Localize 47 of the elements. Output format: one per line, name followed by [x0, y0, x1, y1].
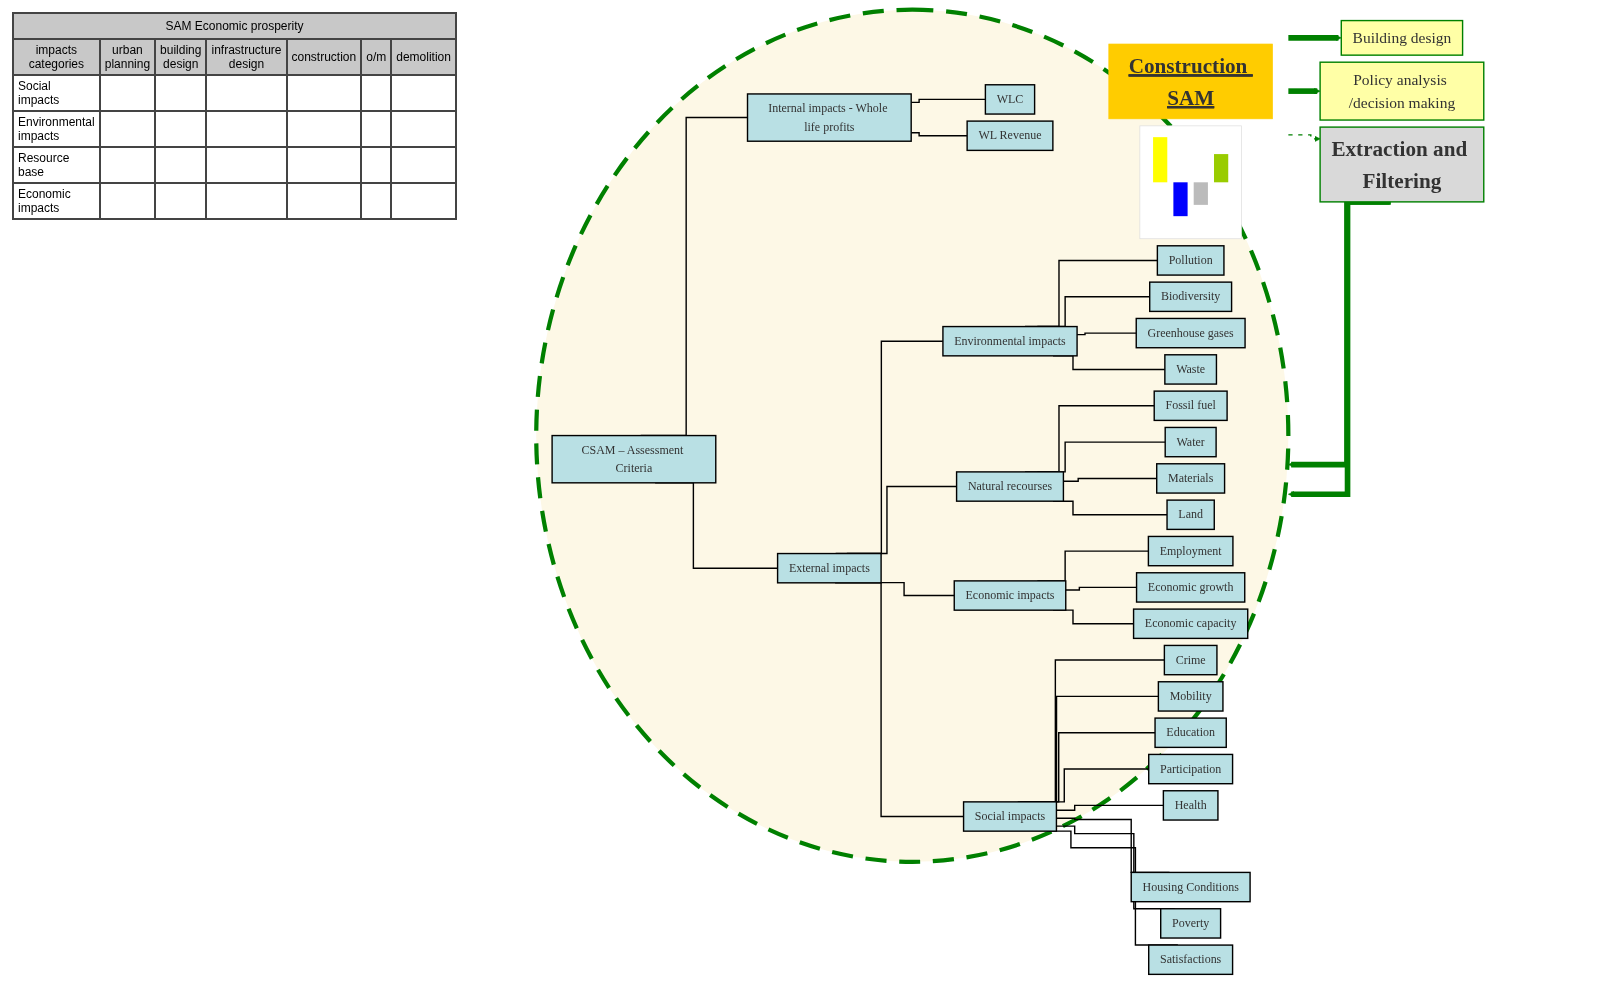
node-box: Satisfactions — [1148, 944, 1234, 976]
node-box: Waste — [1164, 354, 1218, 385]
node-box: Housing Conditions — [1130, 871, 1251, 903]
node-box: Economic impacts — [953, 580, 1067, 611]
arrow — [1288, 88, 1321, 95]
column-header: construction — [286, 39, 362, 75]
node-box: Poverty — [1160, 908, 1222, 939]
node-box: Internal impacts - Whole life profits — [746, 93, 912, 142]
node-box: External impacts — [776, 552, 882, 584]
node-box: Employment — [1147, 535, 1234, 567]
node-box: Building design — [1340, 19, 1464, 56]
node-box: Policy analysis /decision making — [1319, 61, 1485, 121]
node-box: Construction SAM — [1108, 43, 1273, 120]
table-title: SAM Economic prosperity — [13, 13, 456, 39]
node-box: Pollution — [1156, 245, 1225, 276]
node-box: Participation — [1148, 753, 1234, 785]
row-header: Economic impacts — [13, 183, 100, 219]
column-header: infrastructure design — [206, 39, 287, 75]
node-box: Education — [1154, 717, 1227, 749]
node-box: WLC — [984, 84, 1036, 115]
connector — [880, 581, 955, 597]
node-box: Biodiversity — [1149, 281, 1233, 313]
column-header: urban planning — [99, 39, 156, 75]
node-box: Fossil fuel — [1153, 390, 1228, 422]
node-box: Crime — [1163, 644, 1218, 676]
row-header: Resource base — [13, 147, 100, 183]
column-header: demolition — [391, 39, 456, 75]
arrow — [1287, 134, 1321, 142]
node-box: Mobility — [1157, 681, 1224, 712]
node-box: Economic capacity — [1132, 608, 1249, 640]
row-header: Environmental impacts — [13, 111, 100, 147]
node-box: Greenhouse gases — [1135, 317, 1246, 349]
node-box: Water — [1164, 426, 1217, 458]
row-header: Social impacts — [13, 75, 100, 111]
node-box: Environmental impacts — [942, 325, 1078, 357]
node-box: Economic growth — [1135, 572, 1246, 603]
node-box: Social impacts — [962, 801, 1058, 832]
node-box: Health — [1162, 790, 1219, 821]
node-box: Materials — [1156, 463, 1226, 494]
column-header: impacts categories — [13, 39, 100, 75]
node-box: WL Revenue — [966, 120, 1054, 152]
column-header: building design — [155, 39, 207, 75]
node-box: Natural recourses — [955, 471, 1065, 502]
node-box: Land — [1166, 499, 1215, 531]
node-box: CSAM – Assessment Criteria — [551, 434, 717, 484]
node-box: Extraction and Filtering — [1319, 126, 1485, 203]
arrow — [1288, 34, 1342, 41]
